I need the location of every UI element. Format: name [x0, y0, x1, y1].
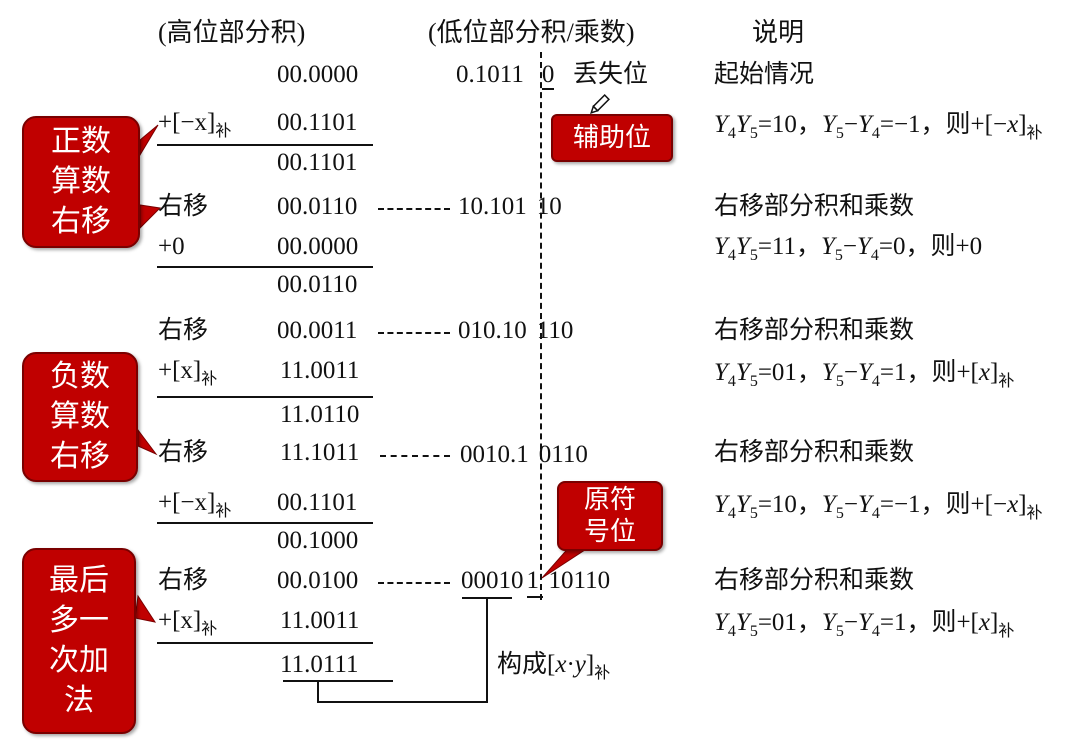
op-label-r13: +[x]补 — [158, 607, 218, 638]
op-label-r3: 右移 — [158, 193, 209, 220]
header-high-partial: (高位部分积) — [158, 18, 306, 47]
callout-negative-shift: 负数算数右移 — [22, 352, 138, 482]
high-value-r14: 11.0111 — [280, 651, 359, 678]
op-label-r9: 右移 — [158, 439, 209, 466]
high-value-r0: 00.0000 — [277, 61, 359, 88]
high-value-r13: 11.0011 — [280, 607, 360, 634]
note-r12: 右移部分积和乘数 — [714, 567, 915, 594]
high-value-r12: 00.0100 — [277, 567, 359, 594]
sum-rule-r10 — [157, 522, 373, 524]
op-label-r1: +[−x]补 — [158, 109, 232, 140]
callout-original-sign-bit: 原符号位 — [557, 481, 663, 551]
note-r1: Y4Y5=10，Y5−Y4=−1，则+[−x]补 — [714, 111, 1043, 142]
note-r0: 起始情况 — [714, 61, 815, 88]
header-note: 说明 — [752, 18, 805, 47]
high-value-r11: 00.1000 — [277, 527, 359, 554]
shift-link-r3 — [378, 208, 450, 210]
note-r4: Y4Y5=11，Y5−Y4=0，则+0 — [714, 233, 983, 264]
lost-bit-label: 丢失位 — [573, 61, 649, 88]
sum-rule-r7 — [157, 396, 373, 398]
callout-aux-bit: 辅助位 — [551, 114, 673, 162]
shift-link-r9 — [380, 455, 450, 457]
high-value-r9: 11.1011 — [280, 439, 360, 466]
note-r6: 右移部分积和乘数 — [714, 317, 915, 344]
shift-link-r6 — [378, 332, 450, 334]
high-value-r6: 00.0011 — [277, 317, 358, 344]
note-r3: 右移部分积和乘数 — [714, 193, 915, 220]
note-r13: Y4Y5=01，Y5−Y4=1，则+[x]补 — [714, 609, 1015, 640]
high-value-r2: 00.1101 — [277, 149, 358, 176]
high-value-r10: 00.1101 — [277, 489, 358, 516]
pencil-icon — [590, 94, 610, 114]
op-label-r12: 右移 — [158, 567, 209, 594]
callout-positive-shift: 正数算数右移 — [22, 116, 140, 248]
op-label-r6: 右移 — [158, 317, 209, 344]
op-label-r4: +0 — [158, 233, 185, 260]
note-r9: 右移部分积和乘数 — [714, 439, 915, 466]
sum-rule-r1 — [157, 144, 373, 146]
sum-rule-r13 — [157, 642, 373, 644]
high-value-r8: 11.0110 — [280, 401, 360, 428]
high-value-r7: 11.0011 — [280, 357, 360, 384]
high-value-r1: 00.1101 — [277, 109, 358, 136]
note-r7: Y4Y5=01，Y5−Y4=1，则+[x]补 — [714, 359, 1015, 390]
sum-rule-r4 — [157, 266, 373, 268]
header-low-partial: (低位部分积/乘数) — [428, 18, 635, 47]
result-label: 构成[x·y]补 — [497, 651, 611, 682]
bit-divider-line — [540, 52, 542, 600]
note-r10: Y4Y5=10，Y5−Y4=−1，则+[−x]补 — [714, 491, 1043, 522]
op-label-r10: +[−x]补 — [158, 489, 232, 520]
high-value-r5: 00.0110 — [277, 271, 358, 298]
shift-link-r12 — [378, 582, 450, 584]
callout-extra-addition: 最后多一次加法 — [22, 548, 136, 734]
op-label-r7: +[x]补 — [158, 357, 218, 388]
high-value-r3: 00.0110 — [277, 193, 358, 220]
high-value-r4: 00.0000 — [277, 233, 359, 260]
